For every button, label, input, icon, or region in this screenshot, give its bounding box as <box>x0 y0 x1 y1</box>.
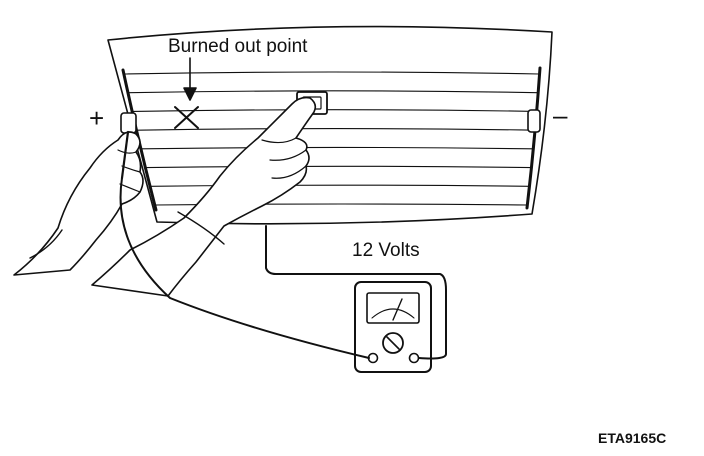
voltmeter-scale-arc <box>371 308 415 319</box>
burned-out-arrow <box>183 57 197 101</box>
heater-grid-line <box>145 165 532 169</box>
heater-grid-lines <box>124 71 540 206</box>
heater-grid-line <box>137 128 535 131</box>
positive-label: + <box>89 103 105 133</box>
negative-terminal <box>527 109 541 133</box>
rear-window-glass <box>107 25 553 225</box>
right-hand-cuff <box>177 211 225 245</box>
negative-label: – <box>553 100 568 130</box>
heater-grid-line <box>128 90 538 94</box>
heater-grid-line <box>124 71 540 75</box>
burned-out-point-label: Burned out point <box>168 36 308 57</box>
heater-grid-line <box>150 184 531 187</box>
voltmeter-scale-window <box>366 292 420 324</box>
voltmeter-body <box>354 281 432 373</box>
negative-test-lead <box>265 225 447 360</box>
figure-code: ETA9165C <box>598 430 667 446</box>
positive-terminal <box>120 112 137 134</box>
right-finger-lines <box>261 137 307 179</box>
voltmeter <box>354 281 432 373</box>
voltmeter-dial-slot <box>386 336 400 350</box>
voltmeter-negative-jack <box>408 352 420 364</box>
left-hand-cuff <box>29 229 63 259</box>
voltmeter-needle <box>392 298 403 321</box>
right-hand-arm <box>91 96 317 297</box>
burned-out-x-marker <box>174 106 199 129</box>
voltage-label: 12 Volts <box>352 240 420 261</box>
heater-grid-line <box>133 109 537 112</box>
positive-test-lead <box>119 177 370 359</box>
heater-grid-line <box>141 146 534 150</box>
right-bus-bar <box>525 66 542 210</box>
left-hand <box>13 131 144 276</box>
probe-tip <box>120 130 130 180</box>
